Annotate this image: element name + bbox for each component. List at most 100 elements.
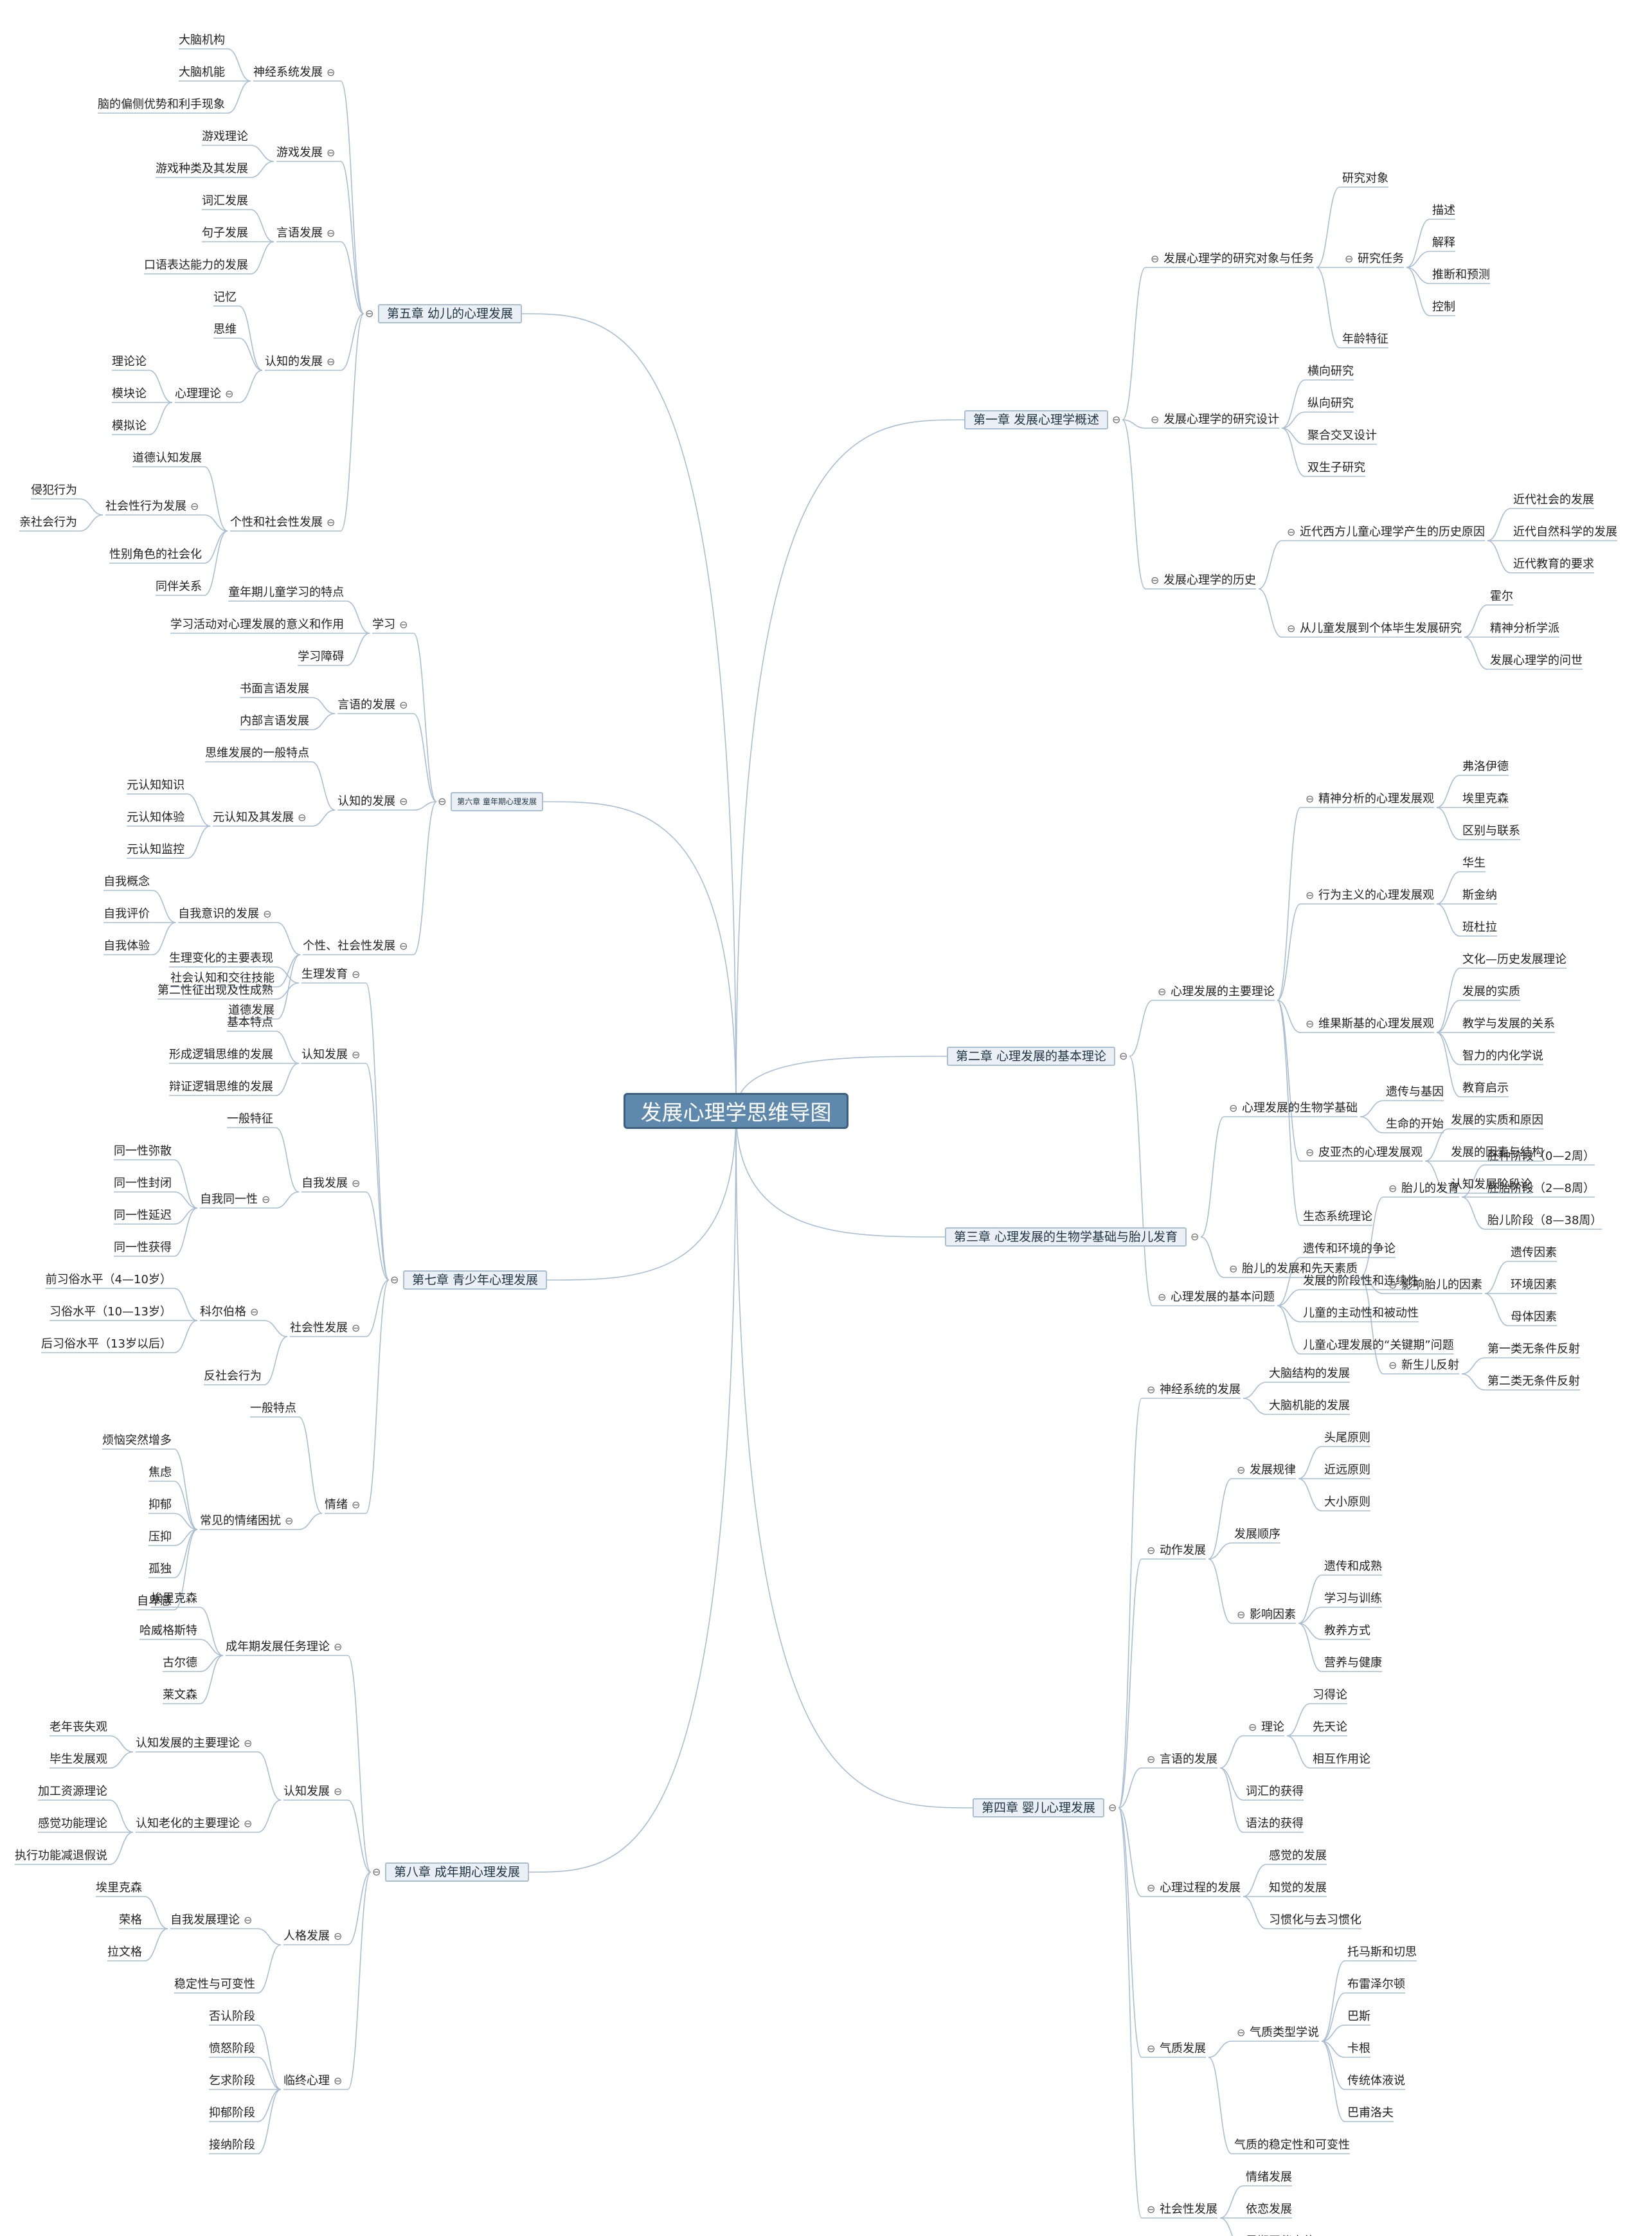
topic-c2-0-3-1[interactable]: 发展的因素与结构 bbox=[1451, 1146, 1544, 1159]
collapse-icon-c4-1-0[interactable]: ⊖ bbox=[1237, 1464, 1246, 1476]
topic-c1-0-1-2[interactable]: 推断和预测 bbox=[1432, 268, 1491, 282]
collapse-icon-c8-2[interactable]: ⊖ bbox=[333, 1930, 343, 1942]
collapse-icon-c7-2[interactable]: ⊖ bbox=[351, 1177, 361, 1189]
topic-c7-2-1[interactable]: 自我同一性 bbox=[199, 1193, 258, 1206]
topic-c3-1-0-2[interactable]: 胎儿阶段（8—38周） bbox=[1487, 1214, 1603, 1227]
topic-c1-0-0[interactable]: 研究对象 bbox=[1342, 172, 1389, 185]
topic-c4-1-2-3[interactable]: 营养与健康 bbox=[1324, 1656, 1383, 1670]
topic-c8-1-1[interactable]: 认知老化的主要理论 bbox=[135, 1817, 240, 1830]
topic-c7-2[interactable]: 自我发展 bbox=[301, 1177, 348, 1190]
topic-c4-5-1[interactable]: 依恋发展 bbox=[1246, 2203, 1293, 2216]
collapse-icon-c3-1-0[interactable]: ⊖ bbox=[1388, 1182, 1397, 1195]
topic-c7-4-1-3[interactable]: 压抑 bbox=[148, 1530, 172, 1544]
topic-c5-3-2-1[interactable]: 模块论 bbox=[111, 387, 147, 401]
topic-c7-3-1[interactable]: 反社会行为 bbox=[203, 1369, 262, 1383]
collapse-icon-c7-4-1[interactable]: ⊖ bbox=[284, 1515, 294, 1527]
topic-c2-0-0-0[interactable]: 弗洛伊德 bbox=[1462, 760, 1509, 773]
collapse-icon-c5-1[interactable]: ⊖ bbox=[326, 147, 336, 159]
collapse-icon-c3-1-1[interactable]: ⊖ bbox=[1388, 1279, 1397, 1291]
collapse-icon-ch4[interactable]: ⊖ bbox=[1108, 1801, 1117, 1814]
topic-c4-5-0[interactable]: 情绪发展 bbox=[1246, 2170, 1293, 2184]
topic-c2-0-2-1[interactable]: 发展的实质 bbox=[1462, 985, 1521, 998]
collapse-icon-c4-5[interactable]: ⊖ bbox=[1147, 2203, 1156, 2215]
topic-c4-3[interactable]: 心理过程的发展 bbox=[1160, 1881, 1241, 1895]
topic-c8-1-0[interactable]: 认知发展的主要理论 bbox=[135, 1736, 240, 1750]
topic-c4-2-0[interactable]: 理论 bbox=[1261, 1720, 1285, 1734]
collapse-icon-c7-3[interactable]: ⊖ bbox=[351, 1322, 361, 1334]
collapse-icon-c5-0[interactable]: ⊖ bbox=[326, 66, 336, 78]
collapse-icon-c2-0-2[interactable]: ⊖ bbox=[1306, 1018, 1315, 1030]
collapse-icon-c4-0[interactable]: ⊖ bbox=[1147, 1384, 1156, 1396]
topic-c5-0-2[interactable]: 脑的偏侧优势和利手现象 bbox=[97, 98, 225, 111]
topic-c4-4-0-3[interactable]: 卡根 bbox=[1347, 2042, 1371, 2055]
topic-c4-2-0-0[interactable]: 习得论 bbox=[1313, 1688, 1348, 1702]
topic-c3-0-0[interactable]: 遗传与基因 bbox=[1386, 1085, 1444, 1099]
topic-c1-2-0-2[interactable]: 近代教育的要求 bbox=[1513, 557, 1595, 571]
topic-c7-1[interactable]: 认知发展 bbox=[301, 1048, 348, 1061]
collapse-icon-ch3[interactable]: ⊖ bbox=[1190, 1231, 1199, 1243]
topic-c7-0-0[interactable]: 生理变化的主要表现 bbox=[168, 951, 273, 965]
chapter-8[interactable]: 第八章 成年期心理发展 bbox=[384, 1862, 529, 1882]
topic-c6-1-1[interactable]: 内部言语发展 bbox=[240, 714, 310, 728]
topic-c5-4-1-0[interactable]: 侵犯行为 bbox=[30, 483, 77, 497]
topic-c3-1-0[interactable]: 胎儿的发育 bbox=[1401, 1182, 1460, 1195]
collapse-icon-c1-0-1[interactable]: ⊖ bbox=[1345, 253, 1354, 265]
topic-c2-0-3-0[interactable]: 发展的实质和原因 bbox=[1451, 1113, 1544, 1127]
topic-c6-0-0[interactable]: 童年期儿童学习的特点 bbox=[228, 586, 345, 599]
collapse-icon-c2-0-1[interactable]: ⊖ bbox=[1306, 889, 1315, 901]
topic-c6-2-1[interactable]: 元认知及其发展 bbox=[213, 811, 294, 824]
topic-c4-4-0[interactable]: 气质类型学说 bbox=[1250, 2026, 1320, 2039]
collapse-icon-c1-2-0[interactable]: ⊖ bbox=[1287, 526, 1296, 538]
collapse-icon-c3-0[interactable]: ⊖ bbox=[1229, 1102, 1238, 1114]
collapse-icon-c1-2[interactable]: ⊖ bbox=[1151, 574, 1160, 586]
topic-c7-3-0[interactable]: 科尔伯格 bbox=[199, 1305, 246, 1319]
topic-c7-2-0[interactable]: 一般特征 bbox=[226, 1112, 273, 1126]
topic-c7-3-0-2[interactable]: 后习俗水平（13岁以后） bbox=[41, 1337, 172, 1351]
topic-c7-4-1-0[interactable]: 烦恼突然增多 bbox=[102, 1434, 172, 1447]
topic-c2-0-2-4[interactable]: 教育启示 bbox=[1462, 1081, 1509, 1095]
topic-c1-2-1-0[interactable]: 霍尔 bbox=[1490, 590, 1514, 603]
topic-c4-2[interactable]: 言语的发展 bbox=[1160, 1753, 1218, 1766]
topic-c4-4-1[interactable]: 气质的稳定性和可变性 bbox=[1234, 2138, 1351, 2152]
topic-c7-0-1[interactable]: 第二性征出现及性成熟 bbox=[157, 984, 273, 997]
collapse-icon-ch7[interactable]: ⊖ bbox=[390, 1274, 399, 1286]
topic-c8-0[interactable]: 成年期发展任务理论 bbox=[225, 1640, 330, 1654]
topic-c5-3-1[interactable]: 思维 bbox=[213, 323, 237, 336]
topic-c2-1-0[interactable]: 遗传和环境的争论 bbox=[1303, 1242, 1396, 1256]
topic-c2-0-0-2[interactable]: 区别与联系 bbox=[1462, 824, 1521, 838]
topic-c2-0[interactable]: 心理发展的主要理论 bbox=[1171, 985, 1275, 998]
topic-c2-0-3[interactable]: 皮亚杰的心理发展观 bbox=[1318, 1146, 1423, 1159]
collapse-icon-c5-2[interactable]: ⊖ bbox=[326, 227, 336, 239]
topic-c8-1-1-1[interactable]: 感觉功能理论 bbox=[37, 1817, 107, 1830]
topic-c4-5-2[interactable]: 早期同伴交往 bbox=[1246, 2235, 1315, 2236]
topic-c4-1-1[interactable]: 发展顺序 bbox=[1234, 1528, 1281, 1541]
topic-c8-0-2[interactable]: 古尔德 bbox=[162, 1656, 197, 1670]
topic-c7-1-0[interactable]: 基本特点 bbox=[226, 1016, 273, 1029]
chapter-5[interactable]: 第五章 幼儿的心理发展 bbox=[377, 304, 522, 323]
topic-c2-0-2-3[interactable]: 智力的内化学说 bbox=[1462, 1049, 1544, 1063]
topic-c8-3-2[interactable]: 乞求阶段 bbox=[208, 2074, 255, 2087]
topic-c5-0-0[interactable]: 大脑机构 bbox=[178, 33, 225, 47]
topic-c5-1-1[interactable]: 游戏种类及其发展 bbox=[155, 162, 248, 176]
topic-c7-4-1-1[interactable]: 焦虑 bbox=[148, 1466, 172, 1479]
topic-c8-1-0-0[interactable]: 老年丧失观 bbox=[49, 1720, 107, 1734]
collapse-icon-c4-4[interactable]: ⊖ bbox=[1147, 2042, 1156, 2055]
topic-c2-1-1[interactable]: 发展的阶段性和连续性 bbox=[1303, 1274, 1419, 1288]
topic-c4-4-0-4[interactable]: 传统体液说 bbox=[1347, 2074, 1406, 2087]
topic-c1-2-0-1[interactable]: 近代自然科学的发展 bbox=[1513, 525, 1618, 539]
topic-c5-3[interactable]: 认知的发展 bbox=[264, 355, 323, 368]
topic-c1-1[interactable]: 发展心理学的研究设计 bbox=[1163, 413, 1280, 426]
topic-c4-3-2[interactable]: 习惯化与去习惯化 bbox=[1269, 1913, 1362, 1927]
topic-c8-2-1[interactable]: 稳定性与可变性 bbox=[174, 1978, 255, 1991]
topic-c2-0-2-2[interactable]: 教学与发展的关系 bbox=[1462, 1017, 1556, 1031]
collapse-icon-c7-0[interactable]: ⊖ bbox=[351, 968, 361, 980]
topic-c1-1-1[interactable]: 纵向研究 bbox=[1307, 397, 1354, 410]
topic-c8-2-0[interactable]: 自我发展理论 bbox=[170, 1913, 240, 1927]
topic-c5-3-0[interactable]: 记忆 bbox=[213, 291, 237, 304]
topic-c2-0-0[interactable]: 精神分析的心理发展观 bbox=[1318, 792, 1435, 806]
topic-c4-1-2-2[interactable]: 教养方式 bbox=[1324, 1624, 1371, 1637]
topic-c7-3-0-0[interactable]: 前习俗水平（4—10岁） bbox=[45, 1273, 172, 1286]
topic-c2-0-4[interactable]: 生态系统理论 bbox=[1303, 1210, 1373, 1223]
topic-c3-1-2-1[interactable]: 第二类无条件反射 bbox=[1487, 1375, 1581, 1388]
collapse-icon-c8-1-1[interactable]: ⊖ bbox=[243, 1817, 253, 1830]
